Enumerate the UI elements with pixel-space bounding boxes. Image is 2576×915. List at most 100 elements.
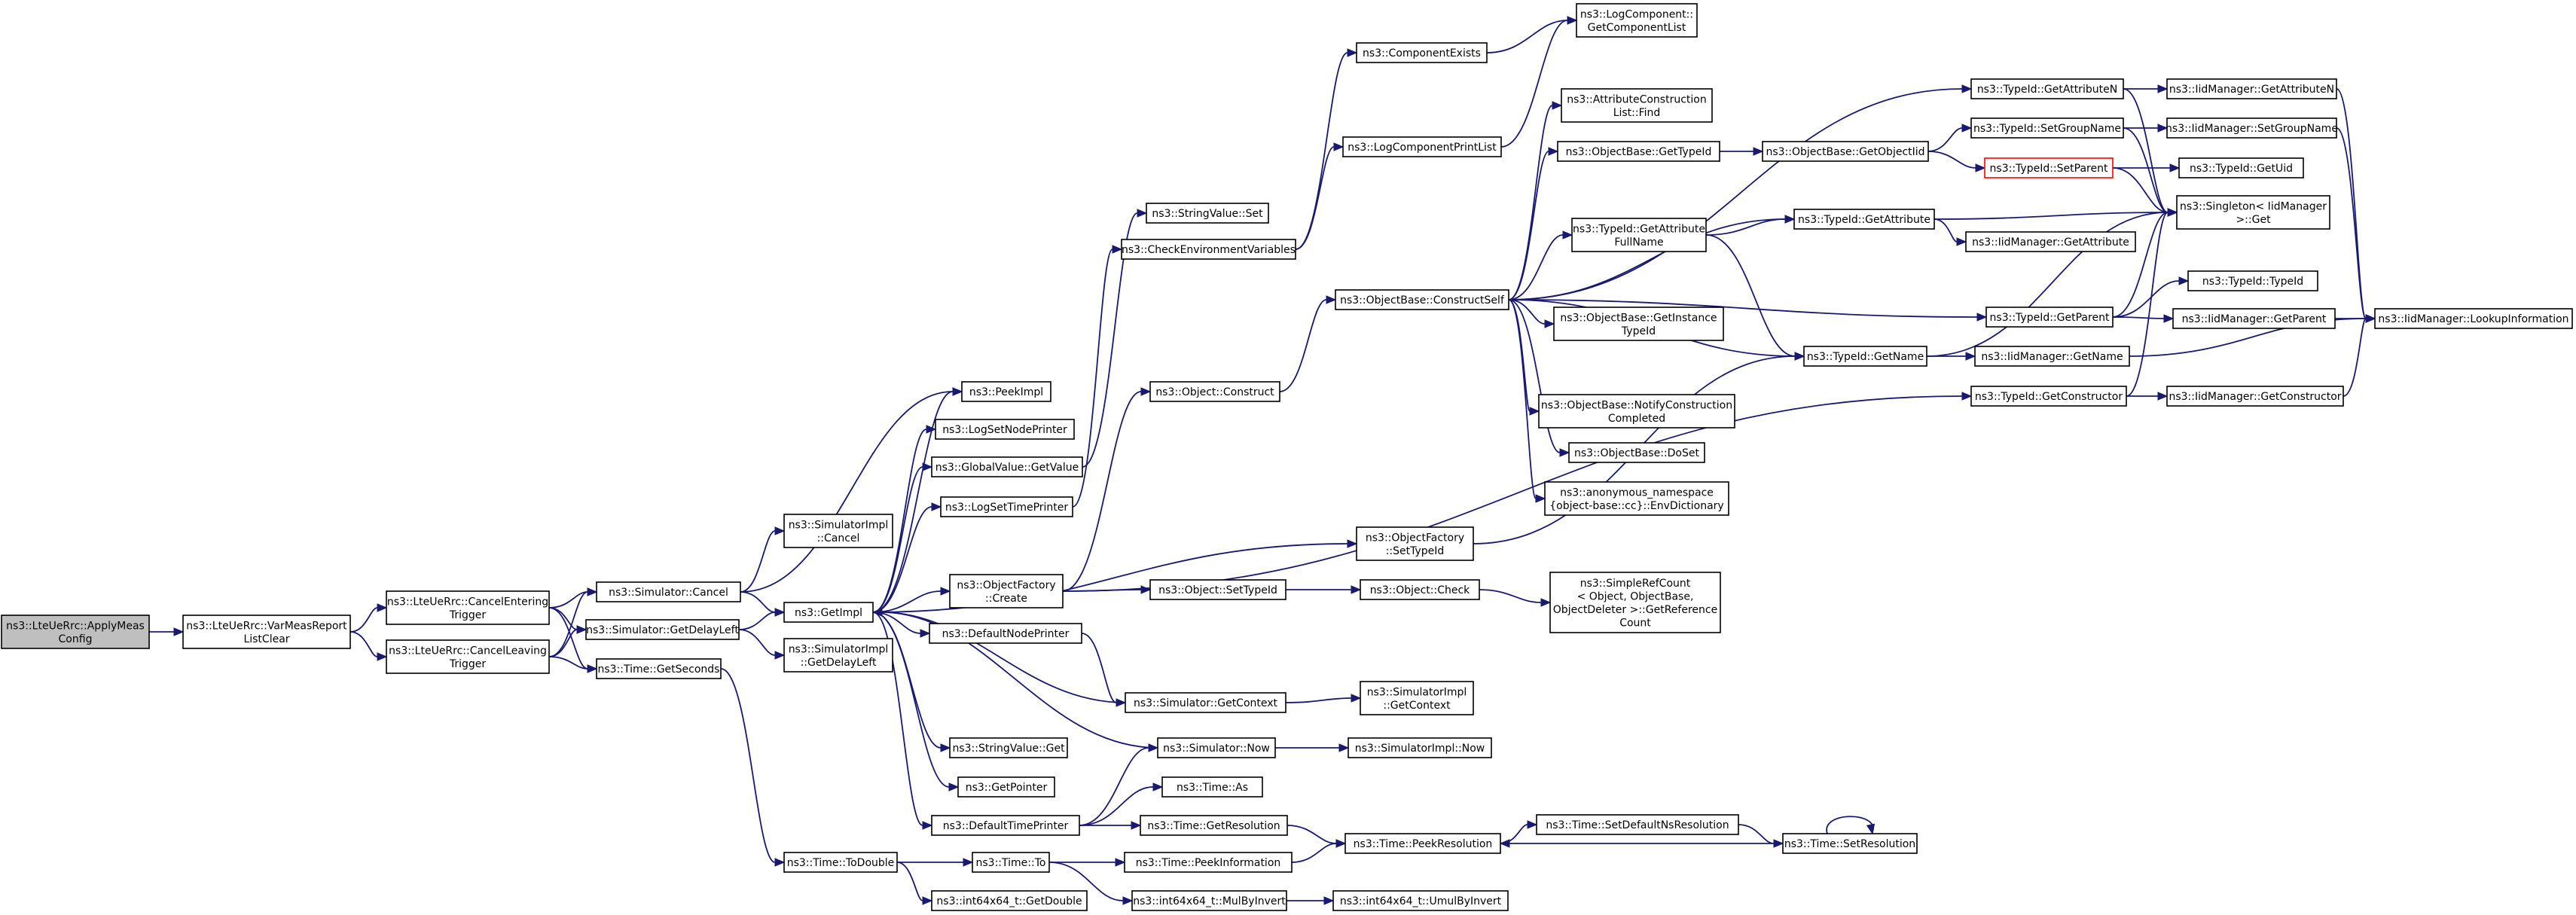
edge-arrowhead [1527,820,1538,829]
node-type-id-get-attribute-n[interactable]: ns3::TypeId::GetAttributeN [1970,78,2124,99]
node-type-id-get-attribute[interactable]: ns3::TypeId::GetAttribute [1793,209,1935,230]
edge-arrowhead [377,652,388,661]
node-log-component-print-list[interactable]: ns3::LogComponentPrintList [1342,136,1502,157]
node-default-node-printer[interactable]: ns3::DefaultNodePrinter [929,623,1082,644]
edge-object-base-construct-self-to-type-id-get-parent [1508,299,1988,322]
node-time-to[interactable]: ns3::Time::To [972,852,1050,873]
node-sim-impl-now[interactable]: ns3::SimulatorImpl::Now [1348,737,1492,758]
node-box [783,638,893,673]
node-box [1557,141,1720,162]
edge-arrowhead [2169,163,2181,172]
node-sim-now[interactable]: ns3::Simulator::Now [1157,737,1276,758]
edge-object-base-construct-self-to-env-dictionary [1508,299,1546,503]
node-object-factory-create[interactable]: ns3::ObjectFactory::Create [949,574,1064,608]
node-sim-cancel[interactable]: ns3::Simulator::Cancel [596,581,741,602]
node-box [961,381,1051,402]
node-label: ns3::int64x64_t::MulByInvert [1133,895,1286,907]
call-edges [149,16,2376,905]
node-type-id-get-uid[interactable]: ns3::TypeId::GetUid [2178,157,2304,178]
node-log-component-get-list[interactable]: ns3::LogComponent::GetComponentList [1576,3,1698,38]
node-singleton-get[interactable]: ns3::Singleton< IidManager>::Get [2176,195,2330,230]
node-string-value-get[interactable]: ns3::StringValue::Get [949,737,1068,758]
node-int64-get-double[interactable]: ns3::int64x64_t::GetDouble [931,890,1088,911]
node-type-id-get-name[interactable]: ns3::TypeId::GetName [1803,346,1927,367]
node-object-construct[interactable]: ns3::Object::Construct [1149,381,1280,402]
node-object-base-construct-self[interactable]: ns3::ObjectBase::ConstructSelf [1335,289,1509,310]
node-label: ns3::StringValue::Set [1152,208,1263,220]
node-type-id-set-group-name[interactable]: ns3::TypeId::SetGroupName [1970,117,2124,139]
node-iid-manager-lookup-information[interactable]: ns3::IidManager::LookupInformation [2374,308,2573,329]
node-box [1544,481,1729,516]
edge-arrowhead [871,608,883,617]
node-time-to-double[interactable]: ns3::Time::ToDouble [783,852,898,873]
node-sim-get-context[interactable]: ns3::Simulator::GetContext [1125,692,1286,713]
edge-sim-get-context-to-get-impl [871,608,1126,703]
node-int64-umul-by-invert[interactable]: ns3::int64x64_t::UmulByInvert [1332,890,1509,911]
node-object-base-do-set[interactable]: ns3::ObjectBase::DoSet [1568,442,1705,463]
node-label: ::Create [985,593,1027,605]
node-sim-impl-cancel[interactable]: ns3::SimulatorImpl::Cancel [783,514,893,548]
node-iid-manager-get-attribute-n[interactable]: ns3::IidManager::GetAttributeN [2166,78,2337,99]
node-time-get-resolution[interactable]: ns3::Time::GetResolution [1140,815,1288,836]
node-time-peek-information[interactable]: ns3::Time::PeekInformation [1124,852,1293,873]
edge-type-id-get-attribute-n-to-singleton-get [2123,88,2178,217]
node-get-pointer[interactable]: ns3::GetPointer [957,776,1055,798]
node-box [1342,136,1502,157]
node-time-set-resolution[interactable]: ns3::Time::SetResolution [1782,833,1918,854]
node-iid-manager-get-constructor[interactable]: ns3::IidManager::GetConstructor [2166,386,2344,407]
node-type-id-get-parent[interactable]: ns3::TypeId::GetParent [1985,307,2114,328]
node-log-set-time-printer[interactable]: ns3::LogSetTimePrinter [940,496,1073,517]
node-type-id-get-constructor[interactable]: ns3::TypeId::GetConstructor [1970,386,2127,407]
edge-default-node-printer-to-sim-get-context [1081,633,1127,707]
node-label: ns3::GetPointer [966,782,1048,794]
node-object-base-notify-construction-completed[interactable]: ns3::ObjectBase::NotifyConstructionCompl… [1538,394,1735,429]
node-default-time-printer[interactable]: ns3::DefaultTimePrinter [931,815,1080,836]
node-label: ns3::Singleton< IidManager [2180,200,2327,212]
node-string-value-set[interactable]: ns3::StringValue::Set [1146,203,1269,224]
node-iid-manager-get-parent[interactable]: ns3::IidManager::GetParent [2172,308,2336,329]
node-object-set-type-id[interactable]: ns3::Object::SetTypeId [1149,579,1286,600]
node-box [1536,814,1739,835]
node-sim-impl-get-context[interactable]: ns3::SimulatorImpl::GetContext [1360,681,1474,715]
node-time-as[interactable]: ns3::Time::As [1161,776,1263,798]
node-get-impl[interactable]: ns3::GetImpl [783,602,874,623]
edge-type-id-get-attribute-to-iid-manager-get-attribute [1934,218,1967,246]
node-object-base-get-type-id[interactable]: ns3::ObjectBase::GetTypeId [1557,141,1720,162]
node-label: FullName [1614,236,1663,249]
node-time-set-default-ns-resolution[interactable]: ns3::Time::SetDefaultNsResolution [1536,814,1739,835]
node-global-value-get-value[interactable]: ns3::GlobalValue::GetValue [931,456,1083,477]
node-time-get-seconds[interactable]: ns3::Time::GetSeconds [596,658,722,679]
node-label: ns3::TypeId::SetParent [1990,163,2108,175]
node-int64-mul-by-invert[interactable]: ns3::int64x64_t::MulByInvert [1131,890,1287,911]
node-box [1568,442,1705,463]
node-box [2166,386,2344,407]
node-check-env-vars[interactable]: ns3::CheckEnvironmentVariables [1121,239,1296,260]
node-label: ns3::Time::SetResolution [1784,838,1915,850]
node-iid-manager-get-attribute[interactable]: ns3::IidManager::GetAttribute [1965,231,2136,252]
node-object-check[interactable]: ns3::Object::Check [1360,579,1480,600]
node-log-set-node-printer[interactable]: ns3::LogSetNodePrinter [935,419,1075,440]
node-peek-impl[interactable]: ns3::PeekImpl [961,381,1051,402]
node-object-factory-set-type-id[interactable]: ns3::ObjectFactory::SetTypeId [1356,526,1474,561]
node-time-peek-resolution[interactable]: ns3::Time::PeekResolution [1344,833,1501,854]
node-object-base-get-object-iid[interactable]: ns3::ObjectBase::GetObjectIid [1762,141,1929,162]
node-env-dictionary[interactable]: ns3::anonymous_namespace{object-base::cc… [1544,481,1729,516]
node-box [1553,307,1724,341]
node-iid-manager-set-group-name[interactable]: ns3::IidManager::SetGroupName [2165,117,2338,139]
node-simple-ref-count-get-ref-count[interactable]: ns3::SimpleRefCount< Object, ObjectBase,… [1549,572,1721,633]
node-type-id-type-id[interactable]: ns3::TypeId::TypeId [2187,270,2318,291]
node-sim-impl-get-delay-left[interactable]: ns3::SimulatorImpl::GetDelayLeft [783,638,893,673]
node-type-id-set-parent[interactable]: ns3::TypeId::SetParent [1984,157,2114,178]
node-iid-manager-get-name[interactable]: ns3::IidManager::GetName [1974,346,2130,367]
edge-get-impl-to-get-pointer [872,612,960,791]
node-sim-get-delay-left[interactable]: ns3::Simulator::GetDelayLeft [585,619,740,640]
node-component-exists[interactable]: ns3::ComponentExists [1356,42,1488,63]
edge-type-id-get-constructor-to-singleton-get [2126,208,2178,397]
